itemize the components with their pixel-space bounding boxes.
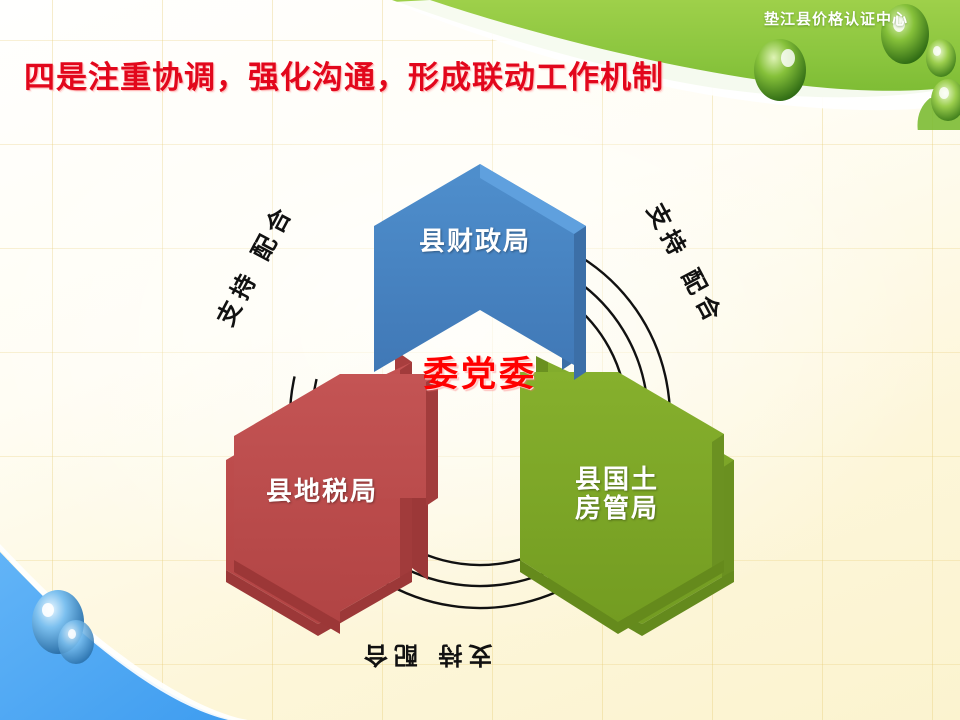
- banner-green-shape: [392, 0, 960, 98]
- water-droplet-icon: [754, 39, 806, 101]
- droplet-highlight: [893, 16, 905, 32]
- node-left-bottom: [226, 570, 412, 636]
- banner-white-swoosh: [392, 0, 960, 111]
- droplet-highlight: [781, 49, 795, 67]
- droplet-highlight: [939, 87, 949, 99]
- footer-corner-decoration: [0, 530, 260, 720]
- node-top-right-edge: [574, 226, 586, 380]
- node-top-bevel: [480, 164, 586, 234]
- node-left-bottom-edge: [234, 560, 340, 634]
- water-droplet-icon: [58, 620, 94, 664]
- node-right-bottom-edge2: [618, 560, 724, 634]
- node-left-group: [234, 374, 438, 634]
- node-left-main-face: [234, 374, 438, 622]
- droplet-highlight: [42, 603, 54, 617]
- water-droplet-icon: [881, 4, 929, 64]
- corner-blue-shape: [0, 552, 232, 720]
- corner-graphic: [0, 544, 248, 720]
- page-title: 四是注重协调，强化沟通，形成联动工作机制: [24, 60, 664, 96]
- node-right-right-edge: [712, 434, 724, 568]
- water-droplet-icon: [931, 79, 960, 121]
- water-droplet-icon: [926, 39, 956, 77]
- droplet-highlight: [933, 46, 941, 56]
- droplet-highlight: [68, 629, 76, 639]
- node-top-main-face: [374, 164, 586, 372]
- banner-graphic: [392, 0, 960, 130]
- header-banner: 垫江县价格认证中心: [0, 0, 960, 130]
- node-right-main-face: [520, 372, 724, 622]
- cycle-diagram: 县财政局 县国土 房管局 县地税局 委党委 支持 配合 支持 配合 支持 配合: [190, 150, 770, 695]
- node-right-group: [520, 372, 724, 634]
- node-top-group: [374, 164, 586, 380]
- node-right-edge: [722, 460, 734, 578]
- node-left-right-edge: [426, 374, 438, 506]
- node-left-depth2: [412, 480, 428, 580]
- diagram-overlay: [234, 164, 724, 634]
- org-banner-title: 垫江县价格认证中心: [763, 10, 908, 28]
- node-right-bottom-edge: [520, 560, 618, 634]
